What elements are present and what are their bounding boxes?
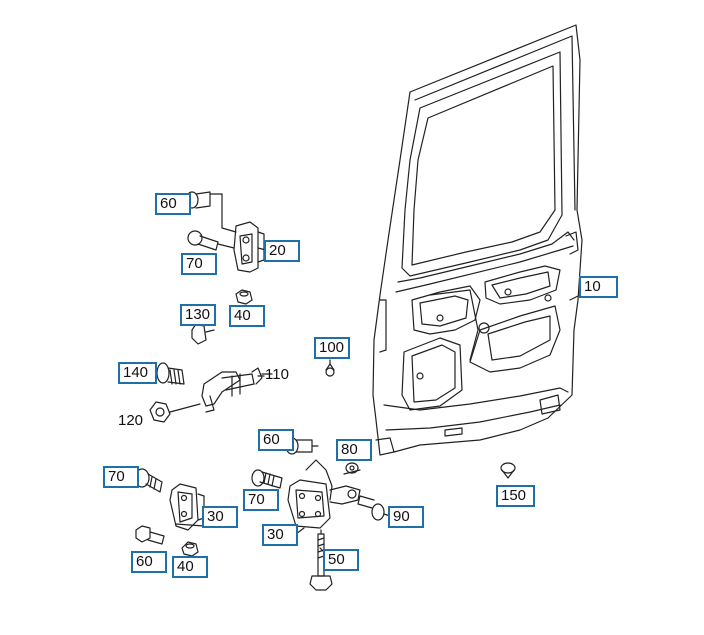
door-panel — [372, 24, 583, 456]
label-110: 110 — [265, 366, 289, 383]
callout-40-upper[interactable]: 40 — [229, 305, 265, 327]
bolt-70-lower-left — [134, 468, 163, 493]
bolt-50 — [309, 529, 333, 591]
callout-30-right[interactable]: 30 — [262, 524, 298, 546]
callout-50[interactable]: 50 — [323, 549, 359, 571]
upper-hinge-part-20 — [233, 221, 265, 273]
bolt-60-upper — [185, 191, 237, 233]
bolt-140 — [156, 362, 185, 385]
callout-10[interactable]: 10 — [579, 276, 618, 298]
nut-120 — [149, 401, 201, 423]
callout-70-upper[interactable]: 70 — [181, 253, 217, 275]
plug-150 — [500, 462, 516, 479]
callout-70-lower-left[interactable]: 70 — [103, 466, 139, 488]
callout-130[interactable]: 130 — [180, 304, 216, 326]
nut-40-lower — [181, 541, 199, 557]
callout-70-lower-right[interactable]: 70 — [243, 489, 279, 511]
clip-130 — [191, 323, 215, 345]
callout-60-lower-left[interactable]: 60 — [131, 551, 167, 573]
callout-20[interactable]: 20 — [264, 240, 300, 262]
callout-60-lower-right[interactable]: 60 — [258, 429, 294, 451]
callout-90[interactable]: 90 — [388, 506, 424, 528]
callout-60-upper[interactable]: 60 — [155, 193, 191, 215]
bolt-90 — [357, 495, 385, 521]
bolt-70-upper — [187, 230, 235, 251]
lower-hinge-left-part-30 — [169, 483, 205, 531]
callout-80[interactable]: 80 — [336, 439, 372, 461]
callout-140[interactable]: 140 — [118, 362, 157, 384]
nut-40-upper — [235, 289, 253, 305]
callout-30-left[interactable]: 30 — [202, 506, 238, 528]
callout-100[interactable]: 100 — [314, 337, 350, 359]
washer-80 — [345, 462, 359, 474]
callout-150[interactable]: 150 — [496, 485, 535, 507]
label-120: 120 — [118, 412, 144, 429]
callout-40-lower[interactable]: 40 — [172, 556, 208, 578]
lower-hinge-right-part-30 — [287, 459, 361, 529]
bolt-60-lower-left — [135, 525, 165, 545]
screw-100 — [325, 359, 335, 377]
door-check-strap-110 — [201, 367, 273, 413]
bolt-70-lower-right — [251, 469, 283, 489]
